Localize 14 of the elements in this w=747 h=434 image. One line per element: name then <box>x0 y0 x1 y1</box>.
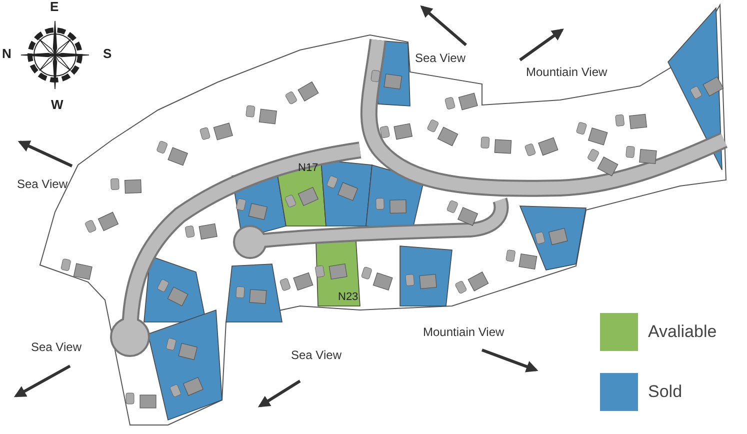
compass-letter: N <box>2 47 12 60</box>
compass-letter: W <box>51 98 64 111</box>
view-label: Sea View <box>291 349 342 361</box>
lot-number: N23 <box>338 292 358 303</box>
legend-label: Sold <box>648 381 682 404</box>
view-label: Mountiain View <box>526 66 608 78</box>
view-label: Sea View <box>31 341 82 353</box>
view-label: Sea View <box>17 178 68 190</box>
compass-letter: S <box>103 47 112 60</box>
compass-letter: E <box>50 0 59 13</box>
lot-number: N17 <box>298 163 318 174</box>
legend-label: Avaliable <box>648 321 717 344</box>
view-label: Mountiain View <box>423 326 504 338</box>
view-label: Sea View <box>415 52 466 64</box>
